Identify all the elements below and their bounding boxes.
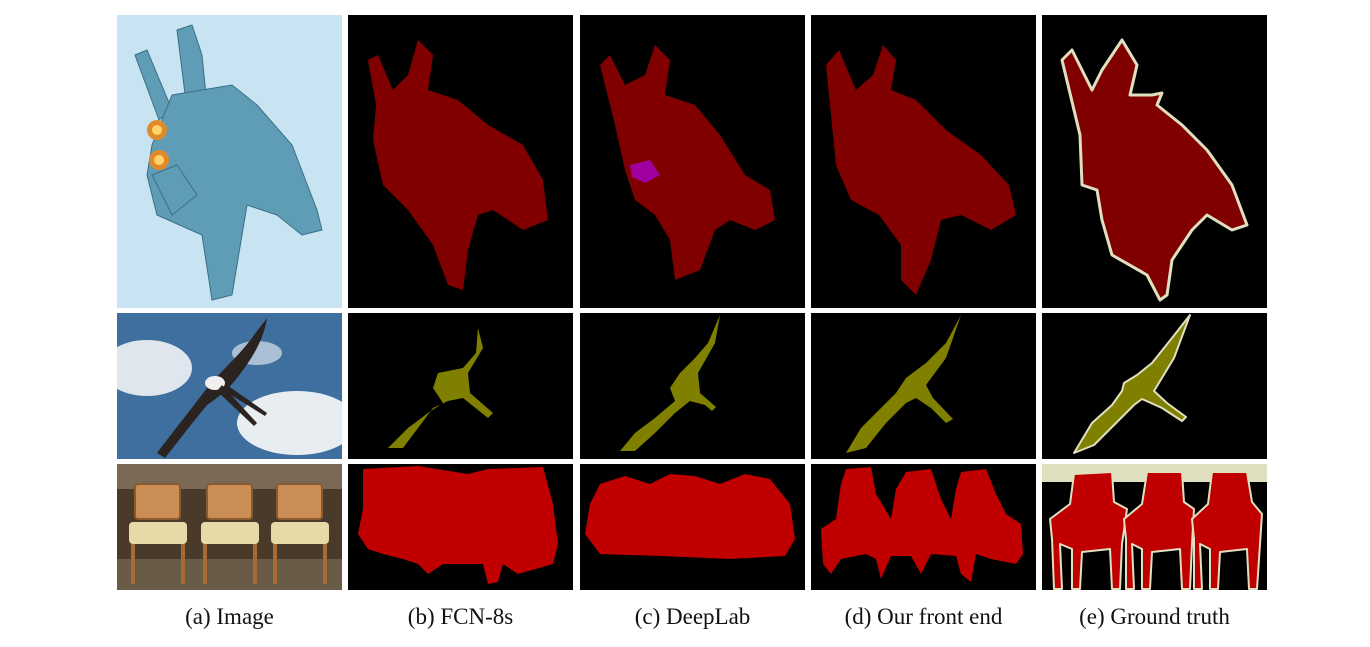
caption-deeplab: (c) DeepLab	[634, 604, 751, 629]
seg-front-bird	[811, 313, 1036, 459]
seg-deeplab-chairs	[580, 464, 805, 590]
image-chairs	[117, 464, 342, 590]
caption-image: (a) Image	[185, 604, 274, 629]
seg-front-chairs	[811, 464, 1036, 590]
seg-front-airplane	[811, 15, 1036, 308]
caption-front-end: (d) Our front end	[844, 604, 1003, 629]
seg-gt-chairs	[1042, 464, 1267, 590]
caption-fcn: (b) FCN-8s	[407, 604, 514, 629]
seg-deeplab-bird	[580, 313, 805, 459]
seg-gt-airplane	[1042, 15, 1267, 308]
seg-fcn-chairs	[348, 464, 573, 590]
image-bird	[117, 313, 342, 459]
seg-fcn-bird	[348, 313, 573, 459]
caption-ground-truth: (e) Ground truth	[1079, 604, 1230, 629]
image-airplane	[117, 15, 342, 308]
seg-fcn-airplane	[348, 15, 573, 308]
seg-gt-bird	[1042, 313, 1267, 459]
seg-deeplab-airplane	[580, 15, 805, 308]
